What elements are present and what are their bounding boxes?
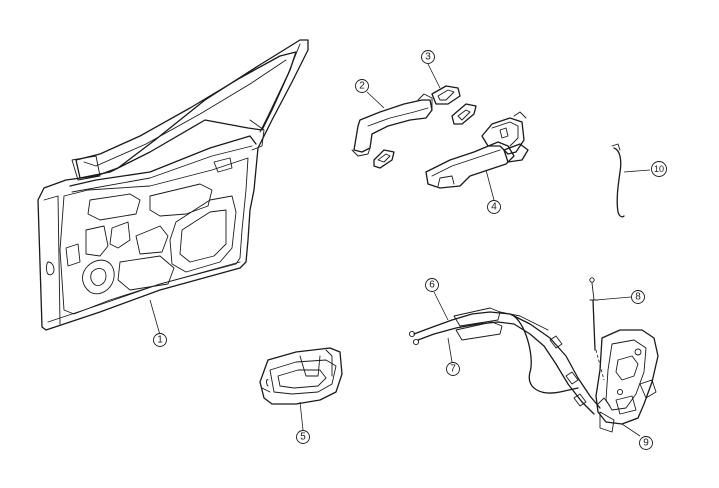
callout-6-label: 6 [429,280,435,291]
leader-lines [149,63,651,437]
handle-bracket [425,111,529,189]
callout-4-label: 4 [491,202,497,213]
outer-door-handle [351,93,433,169]
front-door-shell [37,39,309,331]
callout-3-label: 3 [425,52,431,63]
lock-cables [408,307,601,415]
callout-10-label: 10 [654,164,664,174]
callout-2-label: 2 [359,81,365,92]
lock-rod [589,277,605,381]
inner-door-handle [259,347,343,405]
handle-cap [431,85,477,125]
callout-9-label: 9 [643,438,649,449]
callout-5-label: 5 [300,432,306,443]
callout-4: 4 [487,200,501,214]
callout-8: 8 [631,290,645,304]
callout-2: 2 [355,79,369,93]
callout-3: 3 [421,50,435,64]
callout-7: 7 [446,362,460,376]
callout-5: 5 [296,430,310,444]
callout-9: 9 [639,436,653,450]
callout-8-label: 8 [635,292,641,303]
callout-10: 10 [651,161,667,177]
callout-1-label: 1 [157,335,163,346]
callout-7-label: 7 [450,364,456,375]
callout-6: 6 [425,278,439,292]
door-lock-actuator [595,329,659,433]
weatherstrip-rod [611,143,625,218]
callout-1: 1 [153,333,167,347]
